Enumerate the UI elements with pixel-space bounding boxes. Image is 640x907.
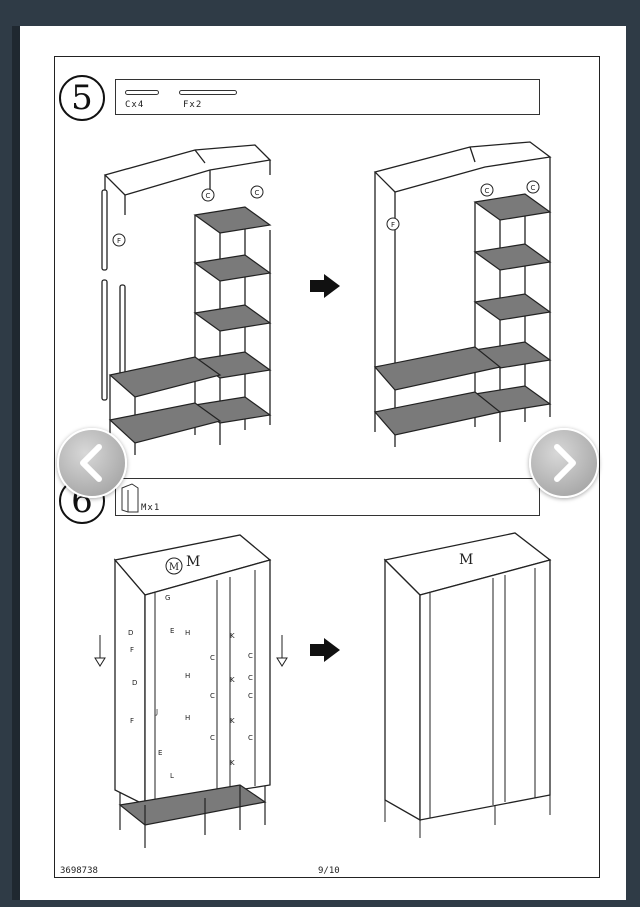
step-6-cover-after-illustration: M: [383, 532, 552, 838]
viewer-left-edge: [12, 26, 20, 900]
cover-letter: K: [230, 676, 235, 684]
arrow-right-icon: [310, 274, 340, 298]
page-frame: [54, 56, 600, 878]
callout-c-2: C: [255, 189, 260, 197]
step-6-parts-box: Mx1: [115, 478, 540, 516]
cover-letter: C: [210, 654, 215, 662]
part-c-tube-icon: [125, 90, 159, 95]
previous-page-button[interactable]: [57, 428, 127, 498]
cover-letter: E: [170, 627, 174, 635]
cover-callout-m: M: [169, 562, 179, 573]
cover-letter: K: [230, 717, 235, 725]
cover-letter: D: [128, 629, 133, 637]
next-page-button[interactable]: [529, 428, 599, 498]
cover-letter: F: [130, 646, 134, 654]
cover-letter: L: [170, 772, 174, 780]
chevron-right-icon: [554, 444, 576, 482]
cover-letter: C: [248, 692, 253, 700]
part-f-label: Fx2: [183, 100, 203, 110]
cover-letter: F: [130, 717, 134, 725]
cover-letter: D: [132, 679, 137, 687]
callout-f-2: F: [391, 221, 395, 229]
part-f-tube-icon: [179, 90, 237, 95]
cover-letter: K: [230, 759, 235, 767]
cover-letter: K: [230, 632, 235, 640]
chevron-left-icon: [80, 444, 102, 482]
cover-letter: E: [158, 749, 162, 757]
document-code: 3698738: [60, 866, 98, 876]
callout-c-1: C: [206, 192, 211, 200]
callout-f-1: F: [117, 237, 121, 245]
cover-after-label-m: M: [459, 552, 473, 568]
cover-letter: G: [165, 594, 170, 602]
cover-letter: J: [155, 708, 158, 716]
cover-letter: H: [185, 629, 190, 637]
arrow-right-icon: [310, 638, 340, 662]
cover-label-m: M: [186, 554, 200, 570]
callout-c-3: C: [485, 187, 490, 195]
step-6-cover-before-illustration: M M D F D F E H H H J E L C C C K K K K …: [94, 534, 288, 848]
cover-letter: C: [248, 674, 253, 682]
part-c-label: Cx4: [125, 100, 145, 110]
step-5-rack-before-illustration: C C F: [101, 144, 272, 455]
cover-letter: C: [210, 734, 215, 742]
cover-letter: H: [185, 672, 190, 680]
part-m-cover-icon: [121, 483, 139, 513]
cover-letter: C: [210, 692, 215, 700]
cover-letter: C: [248, 652, 253, 660]
cover-letter: C: [248, 734, 253, 742]
cover-letter: H: [185, 714, 190, 722]
step-5-parts-box: Cx4 Fx2: [115, 79, 540, 115]
step-5-number: 5: [59, 75, 105, 121]
page-indicator: 9/10: [318, 866, 340, 876]
callout-c-4: C: [531, 184, 536, 192]
part-m-label: Mx1: [141, 503, 161, 513]
step-5-rack-after-illustration: C C F: [373, 141, 552, 447]
